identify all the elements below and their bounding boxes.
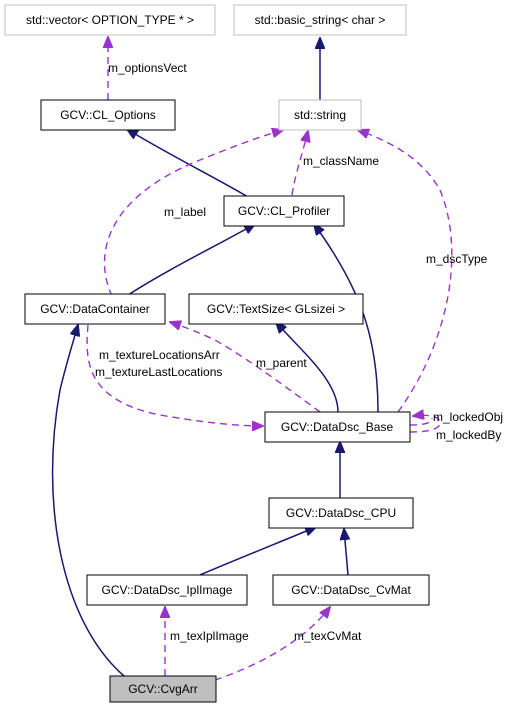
edge-locked-self (410, 415, 441, 433)
node-textsize[interactable]: GCV::TextSize< GLsizei > (188, 293, 364, 325)
label-m-lockedobj: m_lockedObj (433, 410, 503, 424)
edge-iplimage-to-datadsc-cpu (199, 527, 316, 576)
edge-texcvmat (214, 607, 330, 681)
label-m-texturelastlocations: m_textureLastLocations (95, 365, 222, 379)
edge-cl-profiler-to-cl-options (127, 129, 249, 198)
label-m-optionsvect: m_optionsVect (108, 61, 187, 75)
edge-cvmat-to-datadsc-cpu (344, 529, 348, 576)
svg-text:GCV::DataDsc_CvMat: GCV::DataDsc_CvMat (291, 583, 411, 597)
svg-text:GCV::TextSize< GLsizei >: GCV::TextSize< GLsizei > (207, 302, 345, 316)
edge-cvgarr-to-datacontainer (51, 325, 125, 677)
edge-texture-locations (86, 324, 263, 426)
node-cl-options[interactable]: GCV::CL_Options (40, 99, 176, 131)
svg-text:GCV::CL_Profiler: GCV::CL_Profiler (238, 204, 330, 218)
svg-text:GCV::DataDsc_IplImage: GCV::DataDsc_IplImage (102, 583, 233, 597)
node-datadsc-cpu[interactable]: GCV::DataDsc_CPU (268, 497, 414, 529)
svg-text:GCV::CL_Options: GCV::CL_Options (60, 108, 156, 122)
label-m-classname: m_className (303, 154, 379, 168)
svg-text:std::vector< OPTION_TYPE * >: std::vector< OPTION_TYPE * > (26, 13, 194, 27)
node-std-vector[interactable]: std::vector< OPTION_TYPE * > (4, 4, 216, 36)
label-m-texcvmat: m_texCvMat (294, 629, 362, 643)
svg-text:GCV::DataDsc_Base: GCV::DataDsc_Base (281, 420, 394, 434)
label-m-teximage: m_texIplImage (170, 629, 249, 643)
edge-datadsc-base-to-textsize (276, 322, 339, 413)
svg-text:GCV::DataDsc_CPU: GCV::DataDsc_CPU (286, 506, 396, 520)
edge-datadsc-base-to-cl-profiler (314, 224, 379, 413)
node-datacontainer[interactable]: GCV::DataContainer (24, 293, 166, 325)
svg-text:std::basic_string< char >: std::basic_string< char > (255, 13, 386, 27)
svg-text:GCV::CvgArr: GCV::CvgArr (128, 682, 198, 696)
node-cl-profiler[interactable]: GCV::CL_Profiler (223, 195, 345, 227)
label-m-texturelocationsarr: m_textureLocationsArr (99, 348, 220, 362)
edge-parent (170, 322, 321, 413)
label-m-label: m_label (164, 205, 206, 219)
svg-text:GCV::DataContainer: GCV::DataContainer (40, 302, 150, 316)
edge-datacontainer-to-cl-profiler (127, 224, 255, 296)
edge-classname (291, 131, 308, 196)
edge-dsctype (358, 130, 453, 413)
node-datadsc-cvmat[interactable]: GCV::DataDsc_CvMat (272, 574, 430, 606)
label-m-lockedby: m_lockedBy (436, 428, 501, 442)
svg-text:std::string: std::string (294, 108, 346, 122)
label-m-dsctype: m_dscType (426, 252, 488, 266)
node-cvgarr[interactable]: GCV::CvgArr (109, 675, 217, 703)
label-m-parent: m_parent (256, 356, 307, 370)
node-std-string[interactable]: std::string (278, 99, 362, 131)
node-datadsc-base[interactable]: GCV::DataDsc_Base (264, 411, 411, 443)
node-datadsc-iplimage[interactable]: GCV::DataDsc_IplImage (86, 574, 248, 606)
node-std-basic-string[interactable]: std::basic_string< char > (233, 4, 407, 36)
